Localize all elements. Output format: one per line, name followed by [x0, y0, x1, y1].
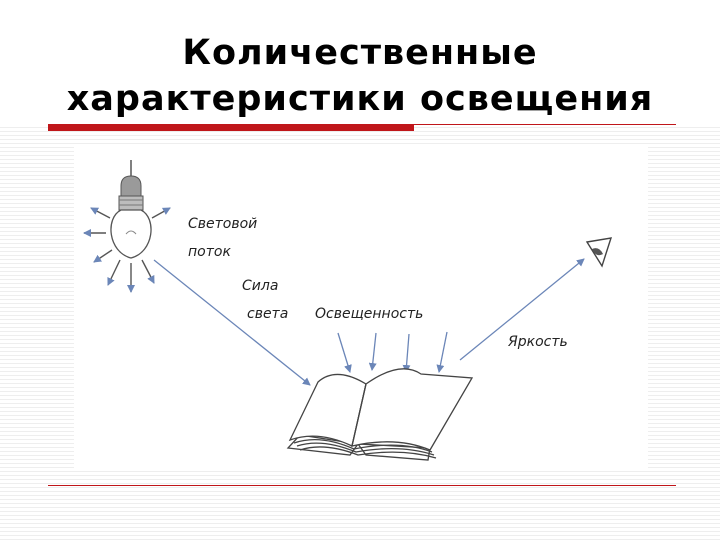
label-intensity-line1: Сила [242, 278, 278, 294]
label-intensity-line2: света [247, 306, 288, 322]
light-bulb-icon [111, 160, 151, 258]
label-illuminance: Освещенность [315, 306, 423, 322]
eye-icon [587, 238, 611, 266]
label-luminance: Яркость [507, 334, 568, 350]
illuminance-arrows [338, 332, 447, 372]
open-book-icon [288, 369, 472, 460]
label-luminous-flux-line2: поток [188, 244, 231, 260]
label-luminous-flux-line1: Световой [188, 216, 257, 232]
beam-arrow [154, 260, 310, 385]
